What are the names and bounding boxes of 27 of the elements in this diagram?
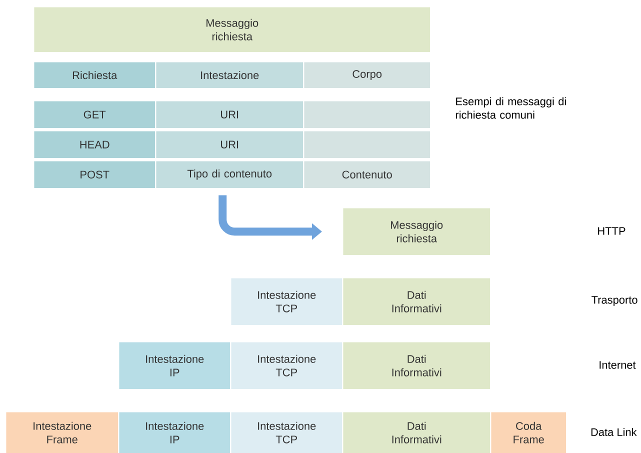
packet-field: Dati Informativi — [342, 340, 492, 390]
title-band: Messaggio richiesta — [33, 6, 432, 54]
table-cell: POST — [33, 160, 156, 190]
packet-field: Coda Frame — [490, 410, 568, 453]
notes-text: Esempi di messaggi di richiesta comuni — [456, 97, 566, 119]
table-cell: Intestazione — [155, 61, 304, 90]
packet-field: Intestazione IP — [118, 340, 232, 390]
layer-label: HTTP — [598, 227, 626, 235]
packet-field: Dati Informativi — [342, 276, 492, 326]
packet-field: Intestazione TCP — [230, 340, 344, 390]
packet-field: Intestazione Frame — [5, 410, 120, 453]
packet-field: Intestazione IP — [118, 410, 232, 453]
packet-field: Dati Informativi — [342, 410, 492, 453]
table-cell: URI — [155, 100, 304, 130]
table-cell: HEAD — [33, 130, 156, 160]
packet-field: Intestazione TCP — [230, 276, 344, 326]
table-cell: Corpo — [303, 61, 432, 90]
table-cell: Contenuto — [303, 160, 432, 190]
table-cell: Tipo di contenuto — [155, 160, 304, 190]
layer-label: Data Link — [591, 428, 637, 436]
table-cell: URI — [155, 130, 304, 160]
packet-field: Intestazione TCP — [230, 410, 344, 453]
layer-label: Trasporto — [592, 296, 638, 306]
table-cell: GET — [33, 100, 156, 130]
layer-label: Internet — [600, 361, 636, 369]
packet-field: Messaggio richiesta — [342, 207, 492, 256]
table-cell: Richiesta — [33, 61, 156, 90]
